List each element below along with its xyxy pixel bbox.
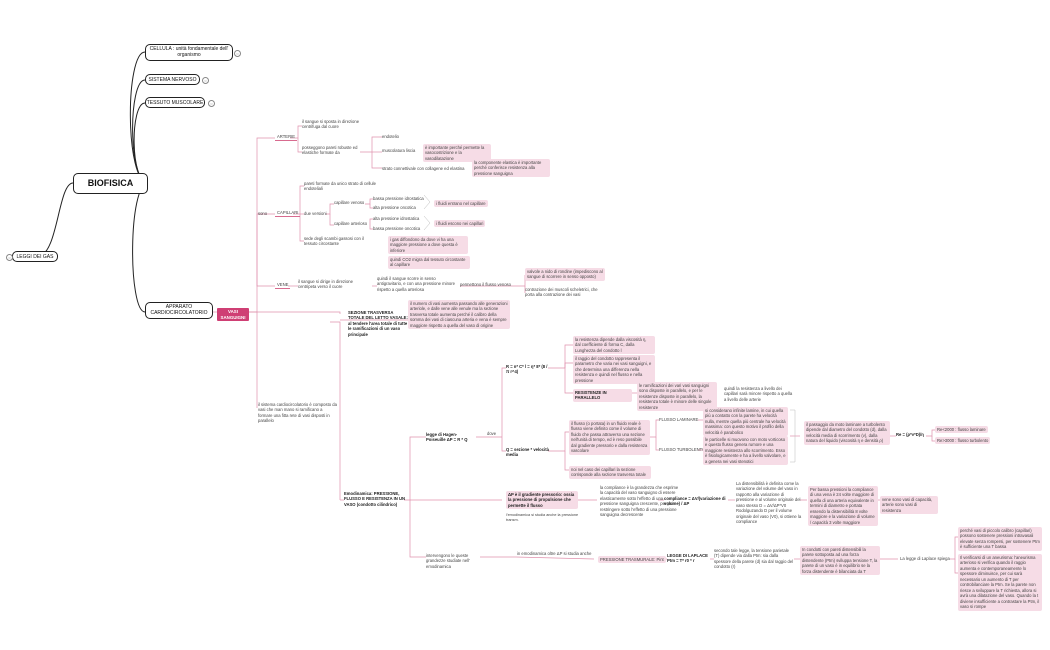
node-leggi-dei-gas[interactable]: LEGGI DEI GAS: [12, 251, 58, 262]
node-re-laminare: Re<2000 : flusso laminare: [935, 426, 988, 434]
note-arterie-1: il sangue si sposta in direzione centrif…: [302, 119, 360, 130]
note-laplace: secondo tale legge, la tensione parietal…: [714, 548, 794, 570]
note-capillari-laplace: perché vasi di piccolo calibro (capillar…: [958, 527, 1042, 551]
note-arterie-2: posseggono pareti robuste ed elastiche f…: [302, 145, 358, 156]
note-q1: il flusso (o portata) in un fluido reale…: [569, 420, 650, 455]
note-trasmurale-intro: intervengono le queste grandezze studiat…: [426, 553, 470, 569]
node-endotelio: endotelio: [382, 134, 399, 139]
node-r-formula[interactable]: R = n* C* l = η* 8* (8 / π r^4): [506, 364, 548, 375]
node-q-formula[interactable]: Q = sezione * velocità media: [506, 447, 549, 458]
note-dp-sub: l'emodinamica si studia anche la pressio…: [506, 513, 579, 522]
note-venoso: i fluidi entrano nel capillare: [434, 200, 488, 208]
node-gradiente-pressorio[interactable]: ΔP è il gradiente pressorio: ossia la pr…: [506, 491, 578, 510]
note-sistema: il sistema cardiocircolatorio è composto…: [258, 402, 337, 424]
note-vene-1: il sangue si dirige in direzione centrip…: [298, 279, 353, 290]
expand-plus-icon[interactable]: ○: [6, 254, 13, 261]
node-re-turbolento: Re>3000 : flusso turbolento: [935, 437, 991, 445]
node-arterioso-b: bassa pressione oncotica: [373, 226, 421, 231]
label-sono: sono: [258, 211, 268, 216]
note-strato: la componente elastica è importante perc…: [472, 159, 550, 178]
node-capillare-arterioso: capillare arterioso: [334, 221, 368, 226]
note-co2: quindi CO2 migra dal tessuto circostante…: [388, 256, 470, 269]
node-capillari[interactable]: CAPILLARI: [275, 210, 301, 218]
node-reynolds[interactable]: Re = (ρ*v*D)/η: [896, 432, 924, 437]
note-compliance-vena: Per bassa pressioni la compliance di una…: [808, 486, 878, 527]
note-laminare: si considerano infinite lamine, in cui q…: [703, 407, 788, 437]
note-trasmurale-mid: in emodinamica oltre ΔP si studia anche: [517, 551, 592, 556]
node-flusso-laminare[interactable]: FLUSSO LAMINARE: [659, 417, 699, 422]
root-node[interactable]: BIOFISICA: [73, 173, 148, 194]
node-sezione-trasversa[interactable]: SEZIONE TRASVERSA TOTALE DEL LETTO VASAL…: [348, 310, 408, 337]
expand-plus-icon[interactable]: ○: [202, 77, 209, 84]
expand-plus-icon[interactable]: ○: [234, 50, 241, 57]
node-vene[interactable]: VENE: [275, 282, 291, 290]
node-flusso-turbolento[interactable]: FLUSSO TURBOLENTO: [659, 447, 706, 452]
node-pressione-trasmurale[interactable]: PRESSIONE TRASMURALE: Pint: [598, 556, 666, 564]
note-arterioso: i fluidi escono nei capillari: [434, 220, 486, 228]
node-cellula[interactable]: CELLULA : unità fondamentale dell' organ…: [145, 44, 233, 61]
note-vene-2: quindi il sangue scorre in senso antigra…: [377, 276, 455, 292]
node-due-versioni: due versioni: [304, 211, 327, 216]
node-capillare-venoso: capillare venoso: [334, 200, 365, 205]
note-capillari-1: pareti formate da unico strato di cellul…: [304, 181, 376, 192]
node-tessuto-muscolare[interactable]: TESSUTO MUSCOLARE: [145, 97, 205, 108]
note-vene-3: permettono il flusso venoso: [460, 282, 511, 287]
note-vasi-capacita: vene sono vasi di capacità, arterie sono…: [880, 496, 938, 515]
note-distensibilita: La distensibilità è definita come la var…: [736, 481, 802, 525]
note-muscolatura: è importante perché permette la vasocost…: [423, 144, 491, 163]
node-arterie[interactable]: ARTERIE: [275, 134, 298, 142]
node-emodinamica[interactable]: Emodinamica: PRESSIONE, FLUSSO E RESISTE…: [344, 491, 406, 507]
note-r2: il raggio del condotto rappresenta il pa…: [573, 355, 655, 385]
note-sede-scambi: sede degli scambi gassosi con il tessuto…: [304, 236, 364, 247]
node-compliance[interactable]: compliance = ΔV/(variazione di volume) /…: [664, 496, 726, 507]
node-legge-laplace[interactable]: LEGGE DI LAPLACE Ptm = T* r0 * r: [667, 553, 708, 564]
node-resistenze-parallelo[interactable]: RESISTENZE IN PARALLELO: [573, 389, 632, 402]
note-sezione: il numero di vasi aumenta passando alle …: [408, 300, 510, 330]
node-apparato-cardiocircolatorio[interactable]: APPARATO CARDIOCIRCOLATORIO: [145, 302, 213, 319]
note-r1: la resistenza dipende dalla viscosità η,…: [573, 336, 655, 355]
node-vasi-sanguigni[interactable]: VASI SANGUIGNI: [217, 308, 249, 321]
node-arterioso-a: alta pressione idrostatica: [373, 216, 420, 221]
note-sezione-capillari: noi nel caso dei capillari la sezione co…: [569, 466, 651, 479]
note-parallelo: le ramificazioni dei vari vasi sanguigni…: [637, 382, 717, 412]
note-sede-gas: i gas diffondono da dove vi ha una maggi…: [388, 236, 468, 255]
node-muscolatura: muscolatura liscia: [382, 148, 416, 153]
node-venoso-a: bassa pressione idrostatica: [373, 196, 424, 201]
note-laplace-2: In condotti con pareti distensibili la p…: [800, 546, 880, 576]
node-poiseuille[interactable]: legge di Hagen-Poiseuille ΔP = R * Q: [426, 432, 468, 443]
node-strato: strato connettivale con collagene ed ela…: [382, 166, 465, 171]
note-valvole: valvole a nido di rondine (impediscono a…: [525, 268, 605, 281]
label-dove: dove: [487, 431, 497, 436]
note-parallelo-2: quindi la resistenza a livello dei capil…: [724, 386, 793, 402]
node-venoso-b: alta pressione oncotica: [373, 205, 416, 210]
node-sistema-nervoso[interactable]: SISTEMA NERVOSO: [145, 74, 200, 85]
note-turbolento: le particelle si muovono con moto vortic…: [703, 436, 788, 466]
expand-plus-icon[interactable]: ○: [208, 100, 215, 107]
note-reynolds: il passaggio da moto laminare a turbolen…: [804, 421, 890, 445]
note-laplace-spiega: La legge di Laplace spiega: [900, 556, 950, 561]
note-contrazione: contrazione dei muscoli scheletrici, che…: [525, 287, 598, 298]
note-compliance-def: la compliance è la grandezza che esprime…: [600, 485, 679, 518]
note-aneurisma: Il verificarsi di un aneurisma: l'aneuri…: [958, 554, 1042, 611]
